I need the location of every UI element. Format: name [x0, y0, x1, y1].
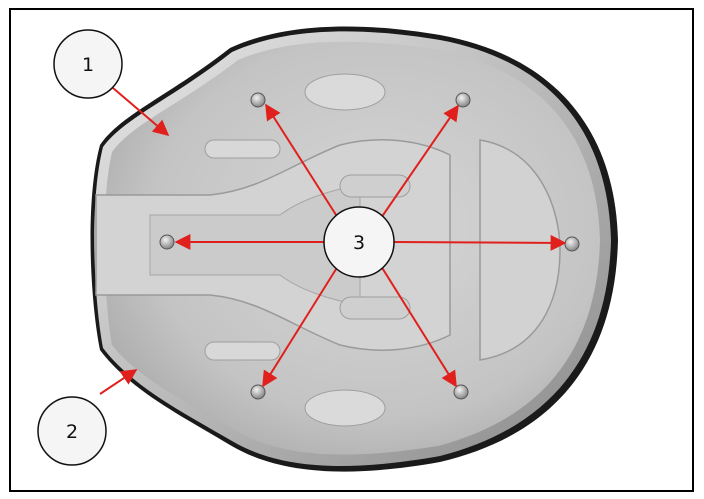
callout-2-circle	[37, 396, 107, 466]
pad	[304, 389, 386, 427]
callout-2: 2	[37, 396, 107, 466]
callout-1-label: 1	[82, 54, 94, 76]
pad	[304, 73, 386, 111]
leader-arrow-3b	[380, 104, 459, 219]
leader-arrow-3d	[392, 234, 567, 251]
leader-arrow-1	[112, 87, 170, 137]
leader-arrows	[99, 87, 567, 395]
callout-3: 3	[323, 206, 395, 278]
leader-arrow-2	[99, 369, 138, 395]
fastener-hole-icon	[455, 92, 471, 108]
callout-1: 1	[53, 29, 123, 99]
rib	[204, 139, 281, 159]
callout-3-label: 3	[353, 232, 365, 254]
fastener-hole-icon	[564, 236, 580, 252]
rib	[204, 341, 281, 361]
leader-arrow-3f	[380, 265, 457, 388]
leader-arrow-3e	[262, 265, 339, 388]
fastener-holes	[159, 92, 580, 400]
leader-arrow-3a	[265, 103, 339, 219]
rib	[339, 296, 411, 320]
callout-3-circle	[323, 206, 395, 278]
callout-2-label: 2	[66, 421, 78, 443]
fastener-hole-icon	[159, 234, 175, 250]
fastener-hole-icon	[250, 384, 266, 400]
callout-1-circle	[53, 29, 123, 99]
rib	[339, 174, 411, 198]
fastener-hole-icon	[453, 384, 469, 400]
fastener-hole-icon	[250, 92, 266, 108]
